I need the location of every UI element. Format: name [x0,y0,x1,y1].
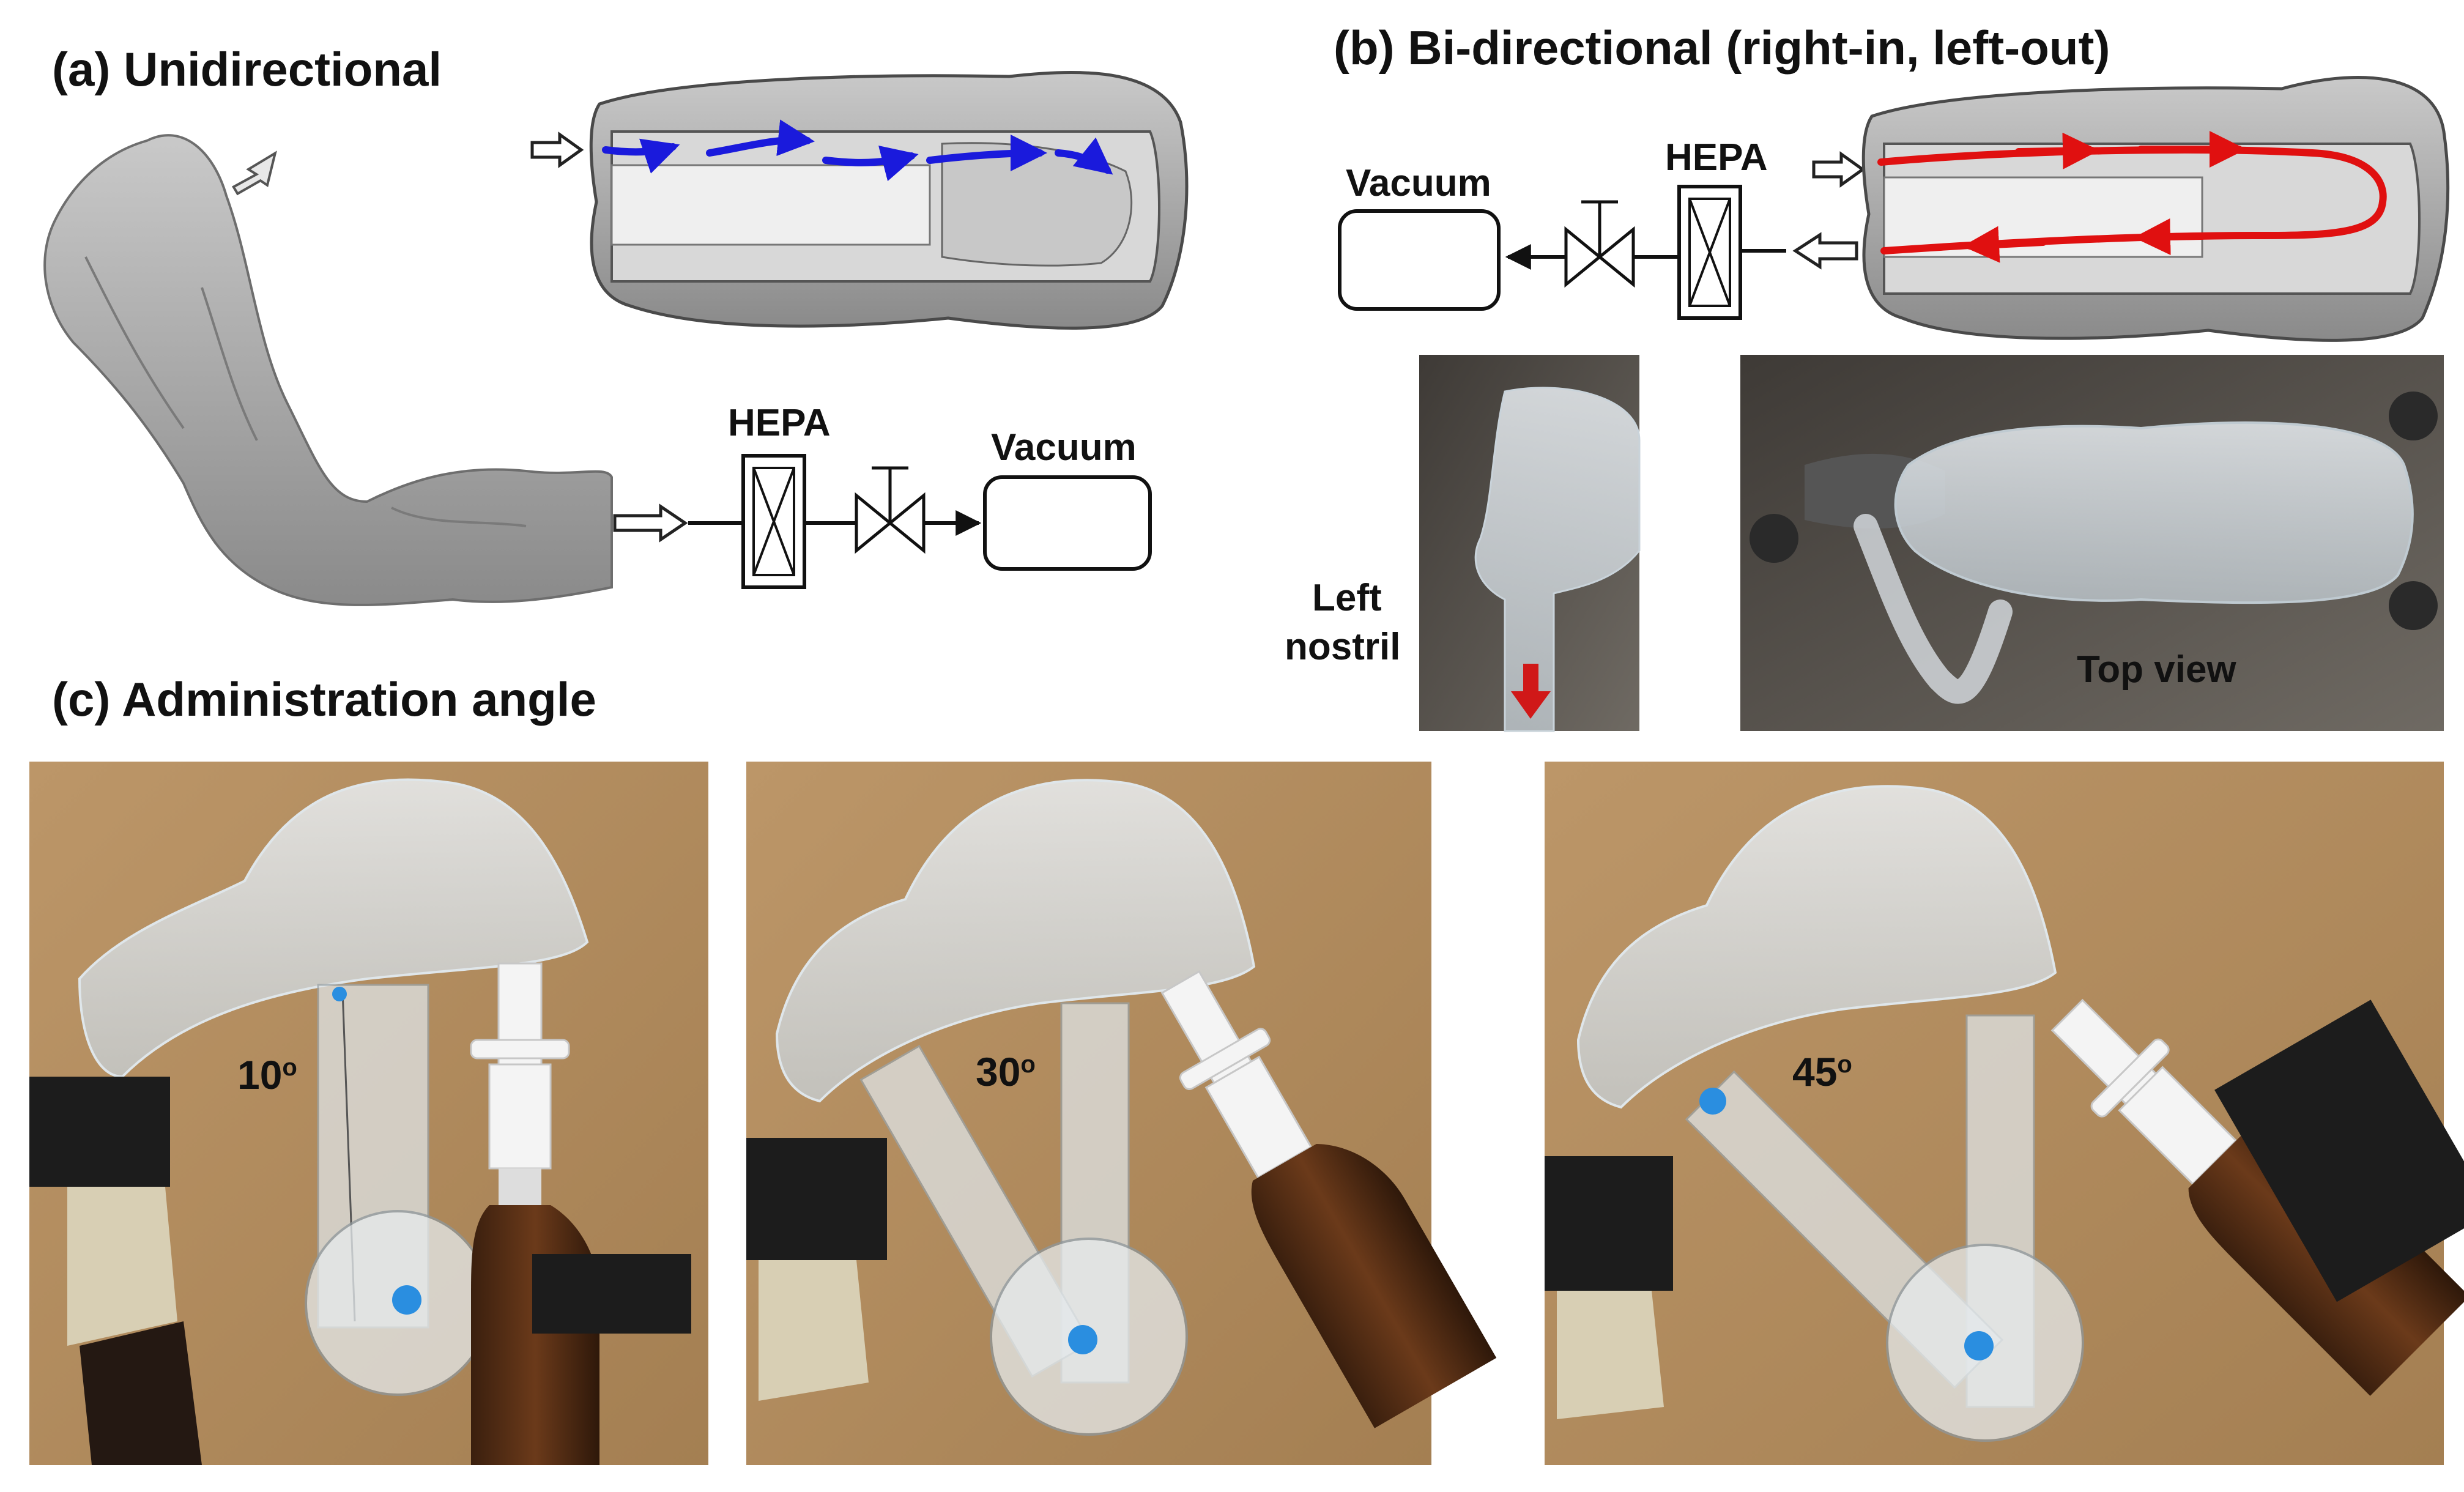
down-arrow-icon [1511,664,1551,719]
outlet-arrow-icon-b [1792,232,1858,270]
degree-sup-30: o [1020,1051,1035,1078]
inlet-arrow-icon [232,150,277,196]
sagittal-section-b [1861,76,2450,342]
angle-photo-10: 10o [29,762,708,1465]
valve-icon [855,466,926,554]
left-nostril-label-line2: nostril [1285,626,1400,668]
hepa-filter-icon-b [1677,185,1742,320]
valve-icon-b [1564,200,1635,288]
vacuum-box-a [983,475,1152,571]
cast-surface-detail [84,256,527,527]
degree-sup-45: o [1837,1051,1852,1078]
vacuum-label-b: Vacuum [1346,162,1491,204]
left-nostril-photo [1419,355,1641,732]
angle-label-45: 45 [1792,1049,1837,1094]
hepa-filter-icon [741,454,806,589]
inlet-arrow-icon-b [1812,151,1866,188]
top-view-photo: Top view [1740,355,2444,731]
panel-a: (a) Unidirectional HEPA [43,42,1189,606]
angle-photo-30: 30o [746,762,1497,1465]
protractor-ruler-45 [1685,1014,2084,1442]
svg-text:45o: 45o [1792,1049,1852,1094]
outlet-arrow-icon [613,503,688,543]
degree-sup-10: o [282,1054,297,1081]
hepa-label-b: HEPA [1665,136,1768,179]
svg-text:10o: 10o [237,1052,297,1097]
hepa-label-a: HEPA [728,402,831,444]
vacuum-label-a: Vacuum [991,426,1137,469]
panel-b-title: (b) Bi-directional (right-in, left-out) [1334,21,2110,75]
angle-label-30: 30 [976,1049,1020,1094]
left-nostril-label-line1: Left [1312,577,1382,619]
panel-c-title: (c) Administration angle [52,672,596,726]
panel-c: (c) Administration angle [29,672,2464,1465]
angle-photo-45: 45o [1545,762,2464,1465]
bidirectional-flow-arrows [1877,131,2387,263]
svg-text:30o: 30o [976,1049,1036,1094]
nasal-spray-bottle-10 [470,962,691,1465]
sagittal-section-a [589,70,1189,330]
panel-a-title: (a) Unidirectional [52,42,442,96]
panel-b: (b) Bi-directional (right-in, left-out) … [1285,21,2450,732]
nasal-spray-bottle-30 [1160,970,1497,1428]
schematic-chain-a: HEPA Vacuum [613,402,1152,589]
top-view-label: Top view [2077,648,2236,691]
unidirectional-flow-arrows [602,119,1113,182]
protractor-ruler-30 [859,1002,1188,1436]
nasal-cast-side-view [43,134,613,606]
angle-label-10: 10 [237,1052,282,1097]
section-inlet-arrow-icon [530,132,584,168]
vacuum-box-b [1338,209,1501,311]
protractor-ruler-10 [305,984,491,1396]
